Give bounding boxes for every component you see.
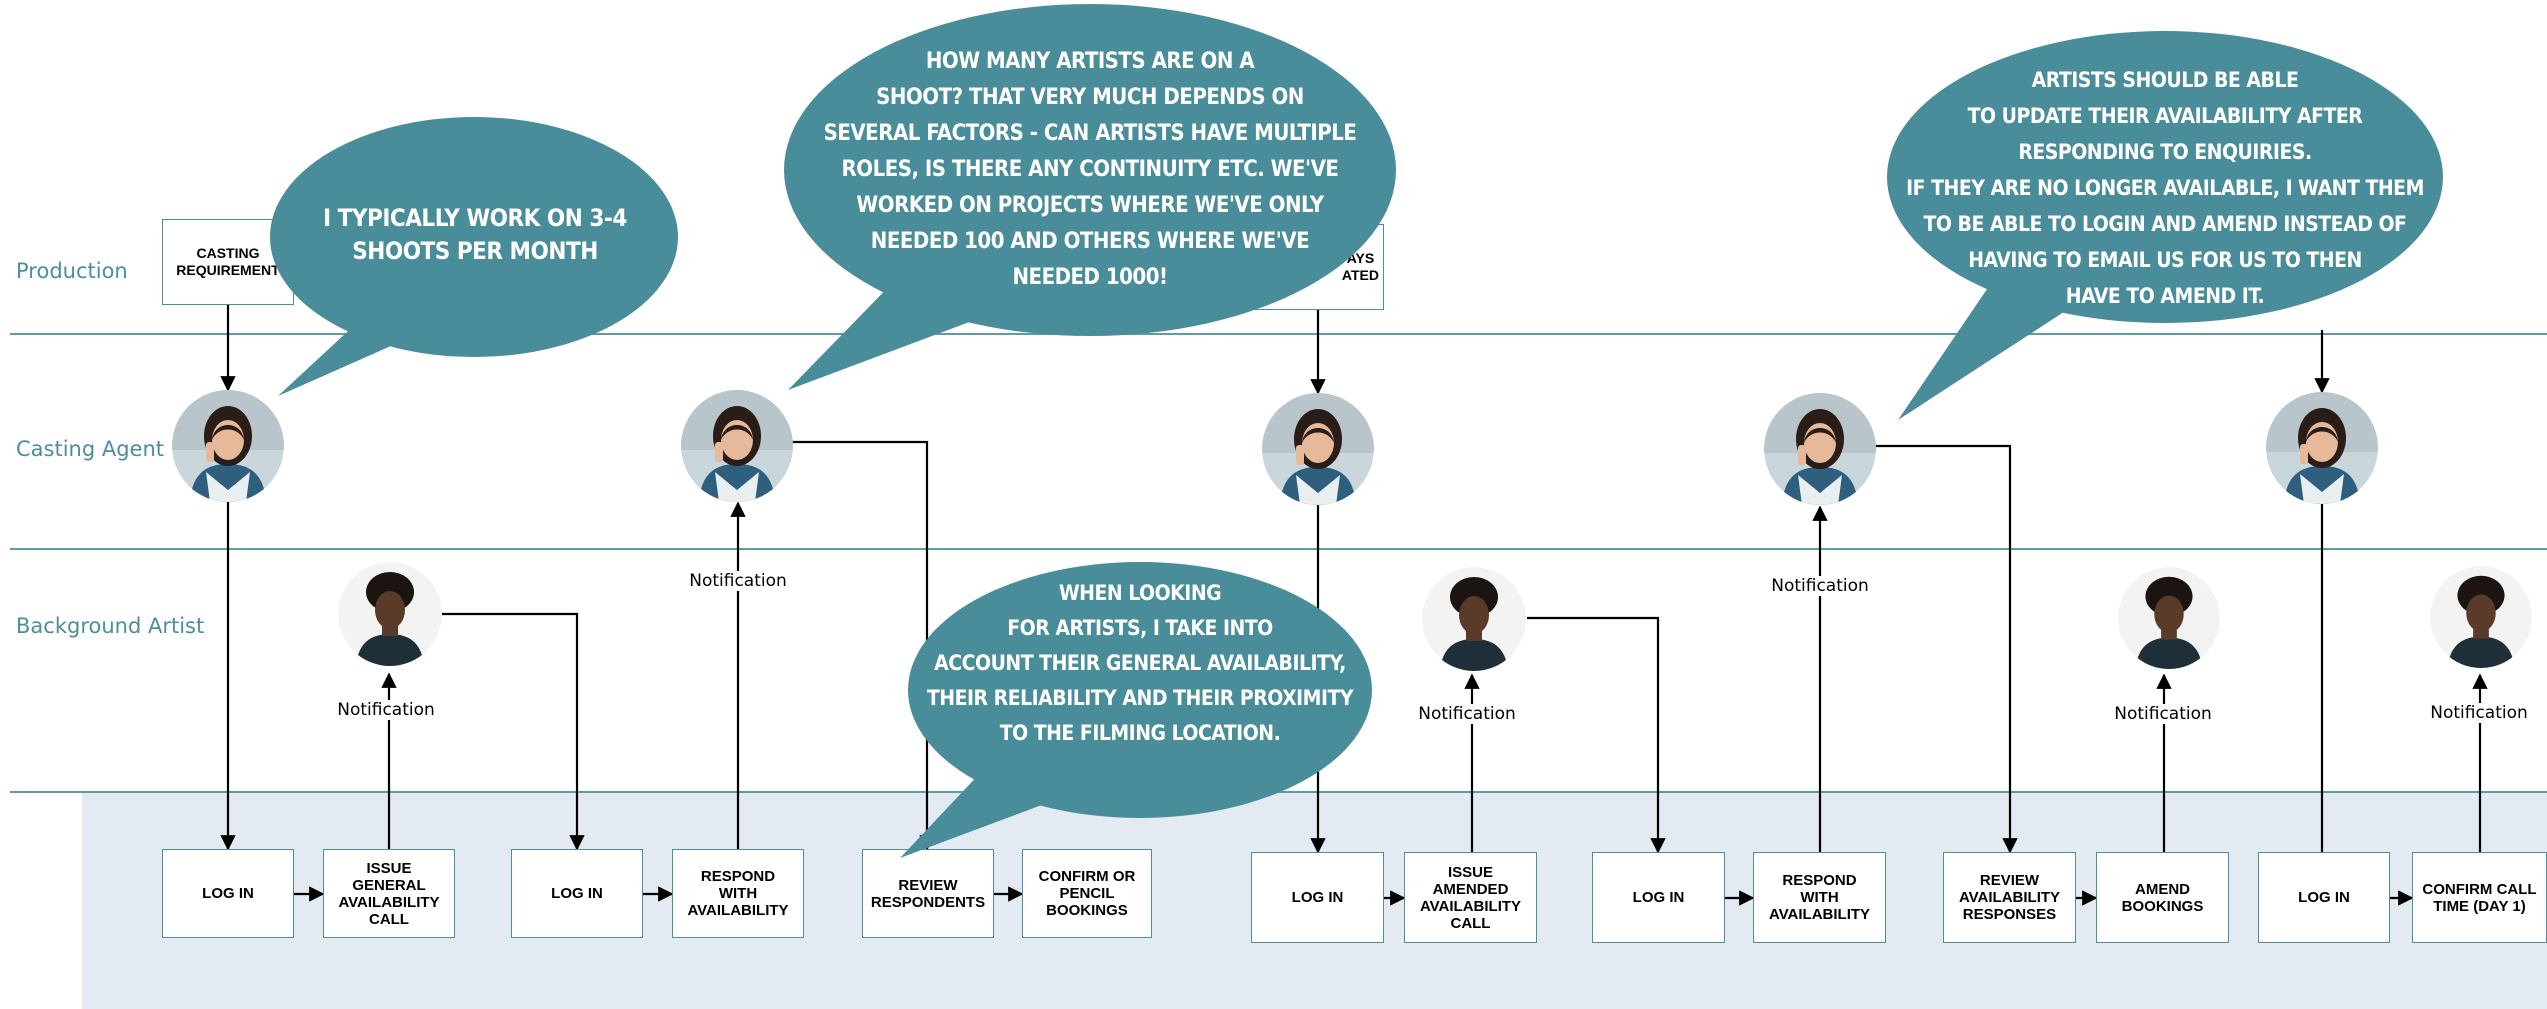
lane-label-production: Production [16, 259, 128, 283]
step-log-in: LOG IN [511, 849, 643, 938]
notification-label: Notification [1767, 576, 1873, 596]
background-artist-avatar [2430, 566, 2532, 668]
step-log-in: LOG IN [1251, 852, 1384, 943]
background-artist-avatar [1422, 567, 1526, 671]
arrow-artist2-to-login [1527, 616, 1666, 854]
step-confirm-call-time-day-1: CONFIRM CALL TIME (DAY 1) [2412, 852, 2547, 943]
notification-label: Notification [1414, 704, 1520, 724]
casting-agent-avatar [1764, 393, 1876, 505]
step-issue-general-availability-call: ISSUE GENERAL AVAILABILITY CALL [323, 849, 455, 938]
step-log-in: LOG IN [162, 849, 294, 938]
lane-label-background-artist: Background Artist [16, 614, 205, 638]
bubble-text-looking-for-artists: WHEN LOOKING FOR ARTISTS, I TAKE INTO AC… [926, 580, 1354, 745]
arrow-artist1-to-login [442, 612, 585, 851]
step-log-in: LOG IN [2258, 852, 2390, 943]
step-review-respondents: REVIEW RESPONDENTS [862, 849, 994, 938]
speech-bubble-looking-for-artists [908, 562, 1372, 818]
speech-bubble-update-availability [1887, 31, 2443, 323]
step-respond-with-availability: RESPOND WITH AVAILABILITY [672, 849, 804, 938]
speech-bubble-shoots-per-month [270, 117, 678, 357]
notification-label: Notification [2110, 704, 2216, 724]
step-confirm-or-pencil-bookings: CONFIRM OR PENCIL BOOKINGS [1022, 849, 1152, 938]
background-artist-avatar [2118, 567, 2220, 669]
notification-label: Notification [685, 571, 791, 591]
speech-bubble-artists-per-shoot [784, 4, 1396, 336]
lane-label-casting-agent: Casting Agent [16, 437, 165, 461]
step-issue-amended-availability-call: ISSUE AMENDED AVAILABILITY CALL [1404, 852, 1537, 943]
notification-label: Notification [333, 700, 439, 720]
background-artist-avatar [338, 562, 442, 666]
notification-label: Notification [2426, 703, 2532, 723]
arrow-agent4-to-review-responses [1874, 444, 2018, 854]
step-review-availability-responses: REVIEW AVAILABILITY RESPONSES [1943, 852, 2076, 943]
lane-divider-production [10, 333, 2547, 335]
step-amend-bookings: AMEND BOOKINGS [2096, 852, 2229, 943]
bubble-text-artists-per-shoot: HOW MANY ARTISTS ARE ON A SHOOT? THAT VE… [823, 49, 1357, 290]
step-respond-with-availability: RESPOND WITH AVAILABILITY [1753, 852, 1886, 943]
step-log-in: LOG IN [1592, 852, 1725, 943]
lane-divider-casting-agent [10, 548, 2547, 550]
bubble-text-shoots-per-month: I TYPICALLY WORK ON 3-4 SHOOTS PER MONTH [323, 204, 627, 265]
casting-requirement-box: CASTING REQUIREMENT [162, 219, 294, 305]
bubble-text-update-availability: ARTISTS SHOULD BE ABLE TO UPDATE THEIR A… [1906, 68, 2424, 308]
